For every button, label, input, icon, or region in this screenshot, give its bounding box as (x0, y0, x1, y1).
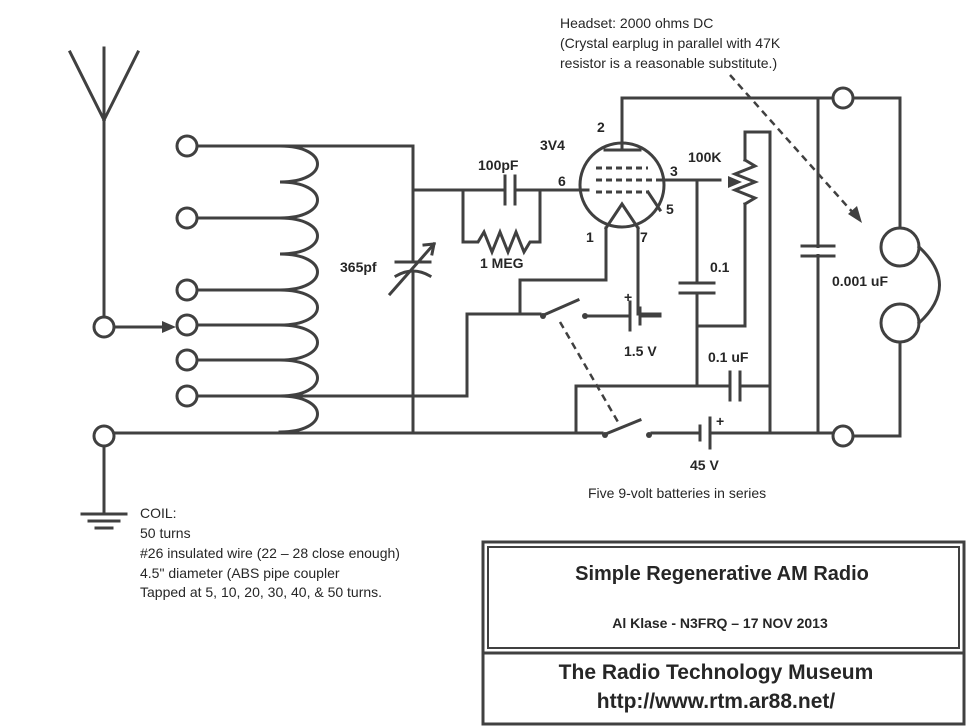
coil-tap-terminal[interactable] (175, 134, 199, 158)
coil-note-line: 4.5" diameter (ABS pipe coupler (140, 565, 340, 581)
regen-potentiometer (728, 130, 772, 435)
coil-tap-terminal[interactable] (175, 384, 199, 408)
tube-label: 3V4 (540, 137, 565, 153)
plate-bypass-capacitor (800, 244, 836, 258)
battery-a-label: 1.5 V (624, 343, 657, 359)
pin-label: 1 (586, 229, 594, 245)
author-line: Al Klase - N3FRQ – 17 NOV 2013 (612, 615, 828, 631)
coil-note-line: 50 turns (140, 525, 191, 541)
ground-symbol (80, 444, 128, 530)
pin-label: 7 (640, 229, 648, 245)
coil-tap-terminal[interactable] (175, 313, 199, 337)
coil-note-line: #26 insulated wire (22 – 28 close enough… (140, 545, 400, 561)
power-switch[interactable] (602, 418, 702, 438)
pin-label: 5 (666, 201, 674, 217)
headset-note-arrow (729, 74, 862, 223)
coil-note-line: Tapped at 5, 10, 20, 30, 40, & 50 turns. (140, 584, 382, 600)
headset-terminal-top[interactable] (831, 86, 855, 110)
bypass-capacitor (574, 324, 772, 435)
tube-3v4 (578, 96, 722, 231)
museum-name: The Radio Technology Museum (559, 661, 874, 684)
antenna-tap-arrow (112, 321, 176, 333)
pin-label: 2 (597, 119, 605, 135)
tuning-capacitor-label: 365pf (340, 259, 377, 275)
battery-b-label: 45 V (690, 457, 719, 473)
grid-capacitor (411, 174, 590, 206)
museum-url: http://www.rtm.ar88.net/ (597, 690, 836, 713)
headset-terminal-bottom[interactable] (831, 424, 855, 448)
coil-tap-terminal[interactable] (175, 206, 199, 230)
coil-tap-terminal[interactable] (175, 278, 199, 302)
capacitor-label: 0.1 uF (708, 349, 749, 365)
grid-resistor (461, 188, 542, 257)
potentiometer-label: 100K (688, 149, 721, 165)
coil-tap-terminal[interactable] (175, 348, 199, 372)
headset-note: Headset: 2000 ohms DC (Crystal earplug i… (560, 15, 781, 71)
tuning-capacitor (387, 144, 437, 435)
coil-note-line: COIL: (140, 505, 177, 521)
grid-capacitor-label: 100pF (478, 157, 519, 173)
capacitor-label: 0.001 uF (832, 273, 888, 289)
antenna-terminal[interactable] (92, 315, 116, 339)
ganged-switch-link (558, 321, 620, 423)
headset-note-line: resistor is a reasonable substitute.) (560, 55, 777, 71)
diagram-title: Simple Regenerative AM Radio (575, 563, 869, 585)
battery-a (628, 300, 662, 332)
grid-resistor-label: 1 MEG (480, 255, 524, 271)
pin-label: 6 (558, 173, 566, 189)
ground-terminal[interactable] (92, 424, 116, 448)
headset-note-line: (Crystal earplug in parallel with 47K (560, 35, 781, 51)
filament-wiring (278, 226, 640, 398)
coil-taps (195, 144, 282, 398)
capacitor-label: 0.1 (710, 259, 730, 275)
pin-label: 3 (670, 163, 678, 179)
battery-plus-label: + (624, 289, 632, 305)
battery-plus-label: + (716, 413, 724, 429)
filament-switch[interactable] (540, 298, 632, 319)
headset-symbol (851, 96, 941, 438)
title-block: Simple Regenerative AM Radio Al Klase - … (481, 540, 966, 726)
coil-notes: COIL: 50 turns #26 insulated wire (22 – … (140, 505, 400, 600)
screen-capacitor (678, 178, 747, 328)
batteries-note: Five 9-volt batteries in series (588, 485, 766, 501)
battery-b (698, 416, 835, 450)
headset-note-line: Headset: 2000 ohms DC (560, 15, 713, 31)
coil-inductor (278, 144, 319, 434)
antenna-symbol (67, 46, 141, 318)
